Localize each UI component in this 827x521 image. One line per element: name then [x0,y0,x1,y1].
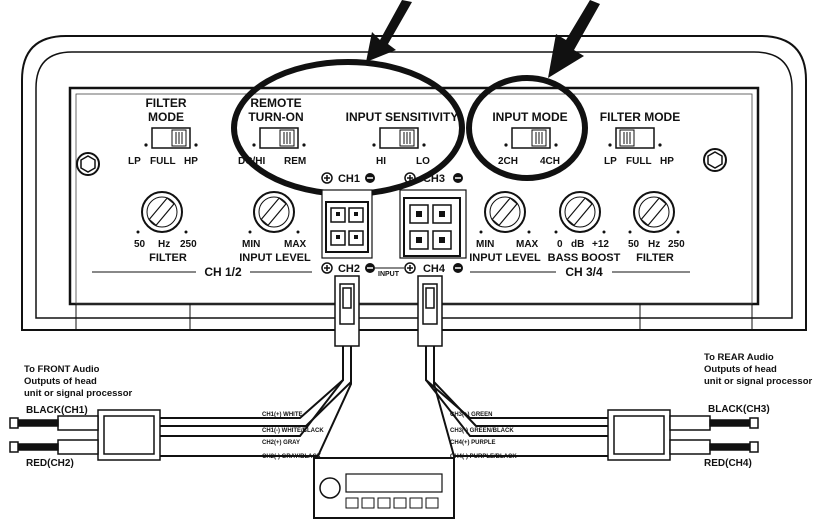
level-left-max: MAX [284,239,307,250]
input-label: INPUT [378,271,400,278]
filter-right-lp-label: LP [604,156,617,167]
rear-source-line3: unit or signal processor [704,376,813,387]
input-mode-switch[interactable] [511,127,551,149]
filter-right-hp-label: HP [660,156,674,167]
filter-hp-label: HP [184,156,198,167]
rear-rca-connector[interactable] [607,409,759,461]
left-screw-icon [76,152,100,176]
front-source-line1: To FRONT Audio [24,364,100,375]
front-red-label: RED(CH2) [26,458,74,469]
filter-lp-label: LP [128,156,141,167]
rear-source-line2: Outputs of head [704,364,777,375]
rca-plug-left[interactable] [334,275,360,347]
wire-ch1-neg: CH1(-) WHITE/BLACK [262,428,324,434]
level-right-max: MAX [516,239,539,250]
remote-title-2: TURN-ON [248,110,303,124]
input-level-knob-right[interactable] [484,191,526,233]
input-mode-title: INPUT MODE [492,110,567,124]
input-level-knob-left[interactable] [253,191,295,233]
filter-left-min: 50 [134,239,146,250]
wire-ch2-neg: CH2(-) GRAY/BLACK [262,454,322,460]
bass-boost-knob[interactable] [559,191,601,233]
wire-ch3-pos: CH3(+) GREEN [450,412,493,418]
filter-right-unit: Hz [648,239,660,250]
level-left-min: MIN [242,239,260,250]
rca-plug-right[interactable] [417,275,443,347]
rear-source-line1: To REAR Audio [704,352,774,363]
head-unit-icon [313,457,455,519]
filter-right-full-label: FULL [626,156,652,167]
remote-rem-label: REM [284,156,306,167]
filter-left-max: 250 [180,239,197,250]
filter-mode-title-1: FILTER [145,96,186,110]
input-mode-4ch-label: 4CH [540,156,560,167]
level-right-min: MIN [476,239,494,250]
filter-knob-right[interactable] [633,191,675,233]
level-left-label: INPUT LEVEL [239,252,311,264]
wire-ch4-pos: CH4(+) PURPLE [450,440,496,446]
level-right-label: INPUT LEVEL [469,252,541,264]
plus-icon [321,172,416,274]
filter-knob-left[interactable] [141,191,183,233]
wire-ch3-neg: CH3(-) GREEN/BLACK [450,428,514,434]
input-mode-2ch-label: 2CH [498,156,518,167]
right-screw-icon [703,148,727,172]
remote-dchi-label: DC/HI [238,156,265,167]
bass-unit: dB [571,239,584,250]
ch2-label: CH2 [338,263,360,275]
sensitivity-lo-label: LO [416,156,430,167]
right-cable [425,346,614,457]
ch34-label: CH 3/4 [565,265,603,279]
ch3-label: CH3 [423,173,445,185]
bass-max: +12 [592,239,609,250]
filter-left-unit: Hz [158,239,170,250]
ch1-label: CH1 [338,173,360,185]
bass-min: 0 [557,239,563,250]
filter-right-label: FILTER [636,252,674,264]
front-source-line3: unit or signal processor [24,388,133,399]
filter-mode-title-2: MODE [148,110,184,124]
wire-ch2-pos: CH2(+) GRAY [262,440,300,446]
minus-icon [365,173,463,273]
wire-ch4-neg: CH4(-) PURPLE/BLACK [450,454,517,460]
front-black-label: BLACK(CH1) [26,405,88,416]
ch12-input-connector[interactable] [321,189,373,259]
front-rca-connector[interactable] [9,409,161,461]
filter-full-label: FULL [150,156,176,167]
arrow-right-icon [548,0,600,78]
filter-mode-right-title: FILTER MODE [600,110,680,124]
front-source-line2: Outputs of head [24,376,97,387]
ch34-input-connector[interactable] [399,189,467,259]
ch12-label: CH 1/2 [204,265,242,279]
highlight-oval-right [466,75,588,181]
ch4-label: CH4 [423,263,446,275]
rear-red-label: RED(CH4) [704,458,752,469]
wire-ch1-pos: CH1(+) WHITE [262,412,303,418]
filter-right-max: 250 [668,239,685,250]
bass-label: BASS BOOST [548,252,621,264]
input-sensitivity-switch[interactable] [379,127,419,149]
filter-right-min: 50 [628,239,640,250]
filter-mode-switch[interactable] [151,127,191,149]
sensitivity-hi-label: HI [376,156,386,167]
rear-black-label: BLACK(CH3) [708,404,770,415]
filter-left-label: FILTER [149,252,187,264]
filter-mode-right-switch[interactable] [615,127,655,149]
arrow-left-icon [366,0,412,62]
remote-title-1: REMOTE [250,96,301,110]
remote-turn-on-switch[interactable] [259,127,299,149]
input-sensitivity-title: INPUT SENSITIVITY [346,110,459,124]
left-cable [152,346,352,457]
